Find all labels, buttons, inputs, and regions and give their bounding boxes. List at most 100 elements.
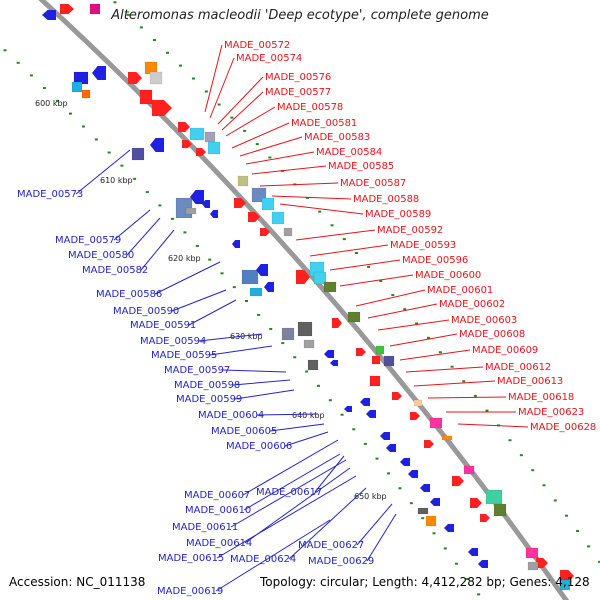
tick-mark (243, 129, 247, 132)
gene-label-minus: MADE_00615 (158, 553, 224, 564)
gene-label-plus: MADE_00609 (472, 345, 538, 356)
leader-line (245, 151, 315, 165)
leader-line (216, 475, 357, 559)
gene-arrow-reverse (478, 560, 488, 568)
gene-label-plus: MADE_00623 (518, 407, 584, 418)
tick-mark (69, 112, 73, 115)
leader-line (355, 289, 426, 307)
gene-block (185, 207, 197, 215)
tick-mark (398, 487, 402, 490)
gene-label-plus: MADE_00601 (427, 285, 493, 296)
gene-block (429, 417, 443, 429)
leader-line (221, 91, 264, 131)
gene-arrow-forward (234, 198, 246, 208)
tick-mark (519, 454, 523, 457)
leader-line (329, 259, 401, 271)
tick-mark (415, 322, 419, 325)
gene-block (261, 197, 275, 211)
gene-arrow-forward (60, 4, 74, 14)
leader-line (295, 229, 376, 241)
tick-mark (269, 327, 273, 330)
tick-mark (542, 484, 546, 487)
tick-mark (268, 156, 272, 159)
leader-line (271, 195, 352, 200)
leader-line (232, 379, 291, 386)
tick-mark (230, 116, 234, 119)
tick-mark (170, 217, 174, 220)
gene-arrow-reverse (468, 548, 478, 556)
tick-mark (477, 593, 481, 596)
tick-mark (158, 204, 162, 207)
gene-label-minus: MADE_00624 (230, 554, 296, 565)
gene-block (559, 579, 571, 591)
gene-label-plus: MADE_00577 (265, 87, 331, 98)
kbp-label: 650 kbp (354, 492, 387, 501)
kbp-label: 640 kbp (292, 411, 325, 420)
gene-arrow-reverse (210, 210, 218, 218)
leader-line (222, 369, 287, 373)
tick-mark (379, 279, 383, 282)
gene-block (283, 227, 293, 237)
gene-label-plus: MADE_00585 (328, 161, 394, 172)
gene-label-minus: MADE_00605 (211, 426, 277, 437)
tick-mark (466, 577, 470, 580)
gene-arrow-forward (260, 228, 270, 236)
tick-mark (363, 442, 367, 445)
tick-mark (367, 265, 371, 268)
genome-info-text: Topology: circular; Length: 4,412,282 bp… (260, 575, 590, 589)
gene-block (139, 89, 153, 105)
tick-mark (427, 336, 431, 339)
tick-mark (29, 74, 33, 77)
leader-line (231, 122, 290, 149)
tick-mark (305, 370, 309, 373)
gene-block (281, 327, 295, 341)
leader-line (171, 289, 227, 312)
gene-block (204, 131, 216, 143)
gene-block (383, 355, 395, 367)
gene-arrow-reverse (202, 200, 210, 208)
gene-arrow-reverse (360, 398, 370, 406)
tick-mark (232, 286, 236, 289)
gene-label-plus: MADE_00602 (439, 299, 505, 310)
gene-block (303, 339, 315, 349)
gene-arrow-reverse (324, 350, 334, 358)
leader-line (309, 244, 389, 257)
leader-line (239, 136, 303, 157)
tick-mark (191, 77, 195, 80)
gene-arrow-forward (332, 318, 342, 328)
kbp-label: 630 kbp (230, 332, 263, 341)
gene-block (249, 287, 263, 297)
tick-mark (145, 191, 149, 194)
gene-label-plus: MADE_00588 (353, 194, 419, 205)
gene-block (207, 141, 221, 155)
gene-label-minus: MADE_00586 (96, 289, 162, 300)
gene-arrow-forward (424, 440, 434, 448)
kbp-label: 610 kbp (100, 176, 133, 185)
map-title: Alteromonas macleodii 'Deep ecotype', co… (111, 8, 489, 23)
gene-arrow-reverse (150, 138, 164, 152)
tick-mark (352, 428, 356, 431)
gene-arrow-reverse (430, 498, 440, 506)
gene-label-minus: MADE_00611 (172, 522, 238, 533)
tick-mark (208, 258, 212, 261)
tick-mark (139, 26, 143, 29)
tick-mark (281, 342, 285, 345)
tick-mark (56, 99, 60, 102)
leader-line (242, 439, 339, 496)
leader-line (269, 423, 325, 432)
gene-label-minus: MADE_00573 (17, 189, 83, 200)
tick-mark (391, 294, 395, 297)
leader-line (230, 459, 347, 528)
leader-line (399, 349, 471, 361)
gene-block (297, 321, 313, 337)
tick-mark (3, 49, 7, 52)
tick-mark (126, 13, 130, 16)
gene-block (463, 465, 475, 475)
tick-mark (120, 164, 124, 167)
gene-arrow-reverse (344, 406, 352, 412)
gene-block (417, 507, 429, 515)
kbp-label: 620 kbp (168, 254, 201, 263)
gene-label-plus: MADE_00618 (508, 392, 574, 403)
gene-arrow-reverse (366, 410, 376, 418)
